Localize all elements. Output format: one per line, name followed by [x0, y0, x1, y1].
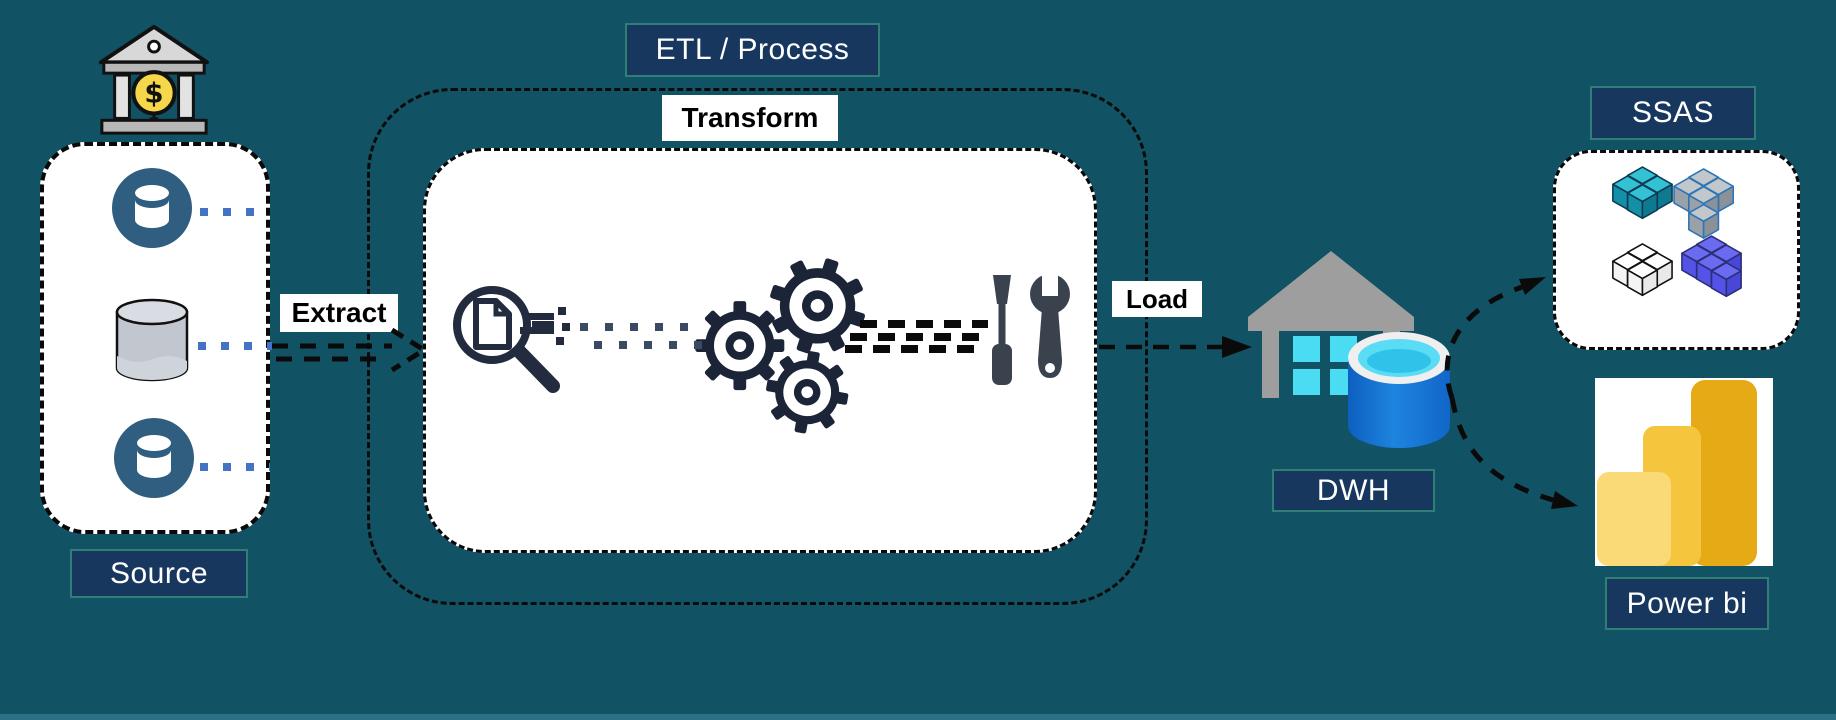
ssas-box: [1553, 150, 1800, 350]
ssas-label: SSAS: [1590, 86, 1756, 140]
load-label: Load: [1112, 281, 1202, 317]
database-cylinder-icon: [1348, 332, 1450, 448]
database-icon: [114, 418, 194, 498]
extract-label: Extract: [280, 294, 398, 332]
database-icon: [112, 168, 192, 248]
source-label: Source: [70, 549, 248, 598]
tools-icon: [992, 272, 1070, 385]
powerbi-label: Power bi: [1605, 577, 1769, 630]
transform-label: Transform: [662, 95, 838, 141]
screwdriver-icon: [992, 275, 1012, 385]
gears-icon: [688, 243, 878, 443]
magnifier-document-icon: [453, 286, 570, 393]
ssas-cubes-icon: [1612, 167, 1742, 297]
powerbi-icon: [1595, 378, 1773, 566]
data-bits: [520, 307, 570, 345]
dollar-symbol: $: [144, 78, 163, 110]
powerbi-bars-icon: [1597, 380, 1757, 566]
warehouse-icon: [1248, 251, 1414, 398]
wrench-icon: [1030, 272, 1070, 378]
window-bottom-strip: [0, 714, 1836, 720]
bank-icon: $: [98, 24, 210, 135]
etl-process-label: ETL / Process: [625, 23, 880, 77]
dwh-label: DWH: [1272, 469, 1435, 512]
gray-database-icon: [115, 298, 189, 382]
arrow-to-powerbi: [1449, 397, 1578, 509]
arrow-to-ssas: [1444, 277, 1546, 399]
